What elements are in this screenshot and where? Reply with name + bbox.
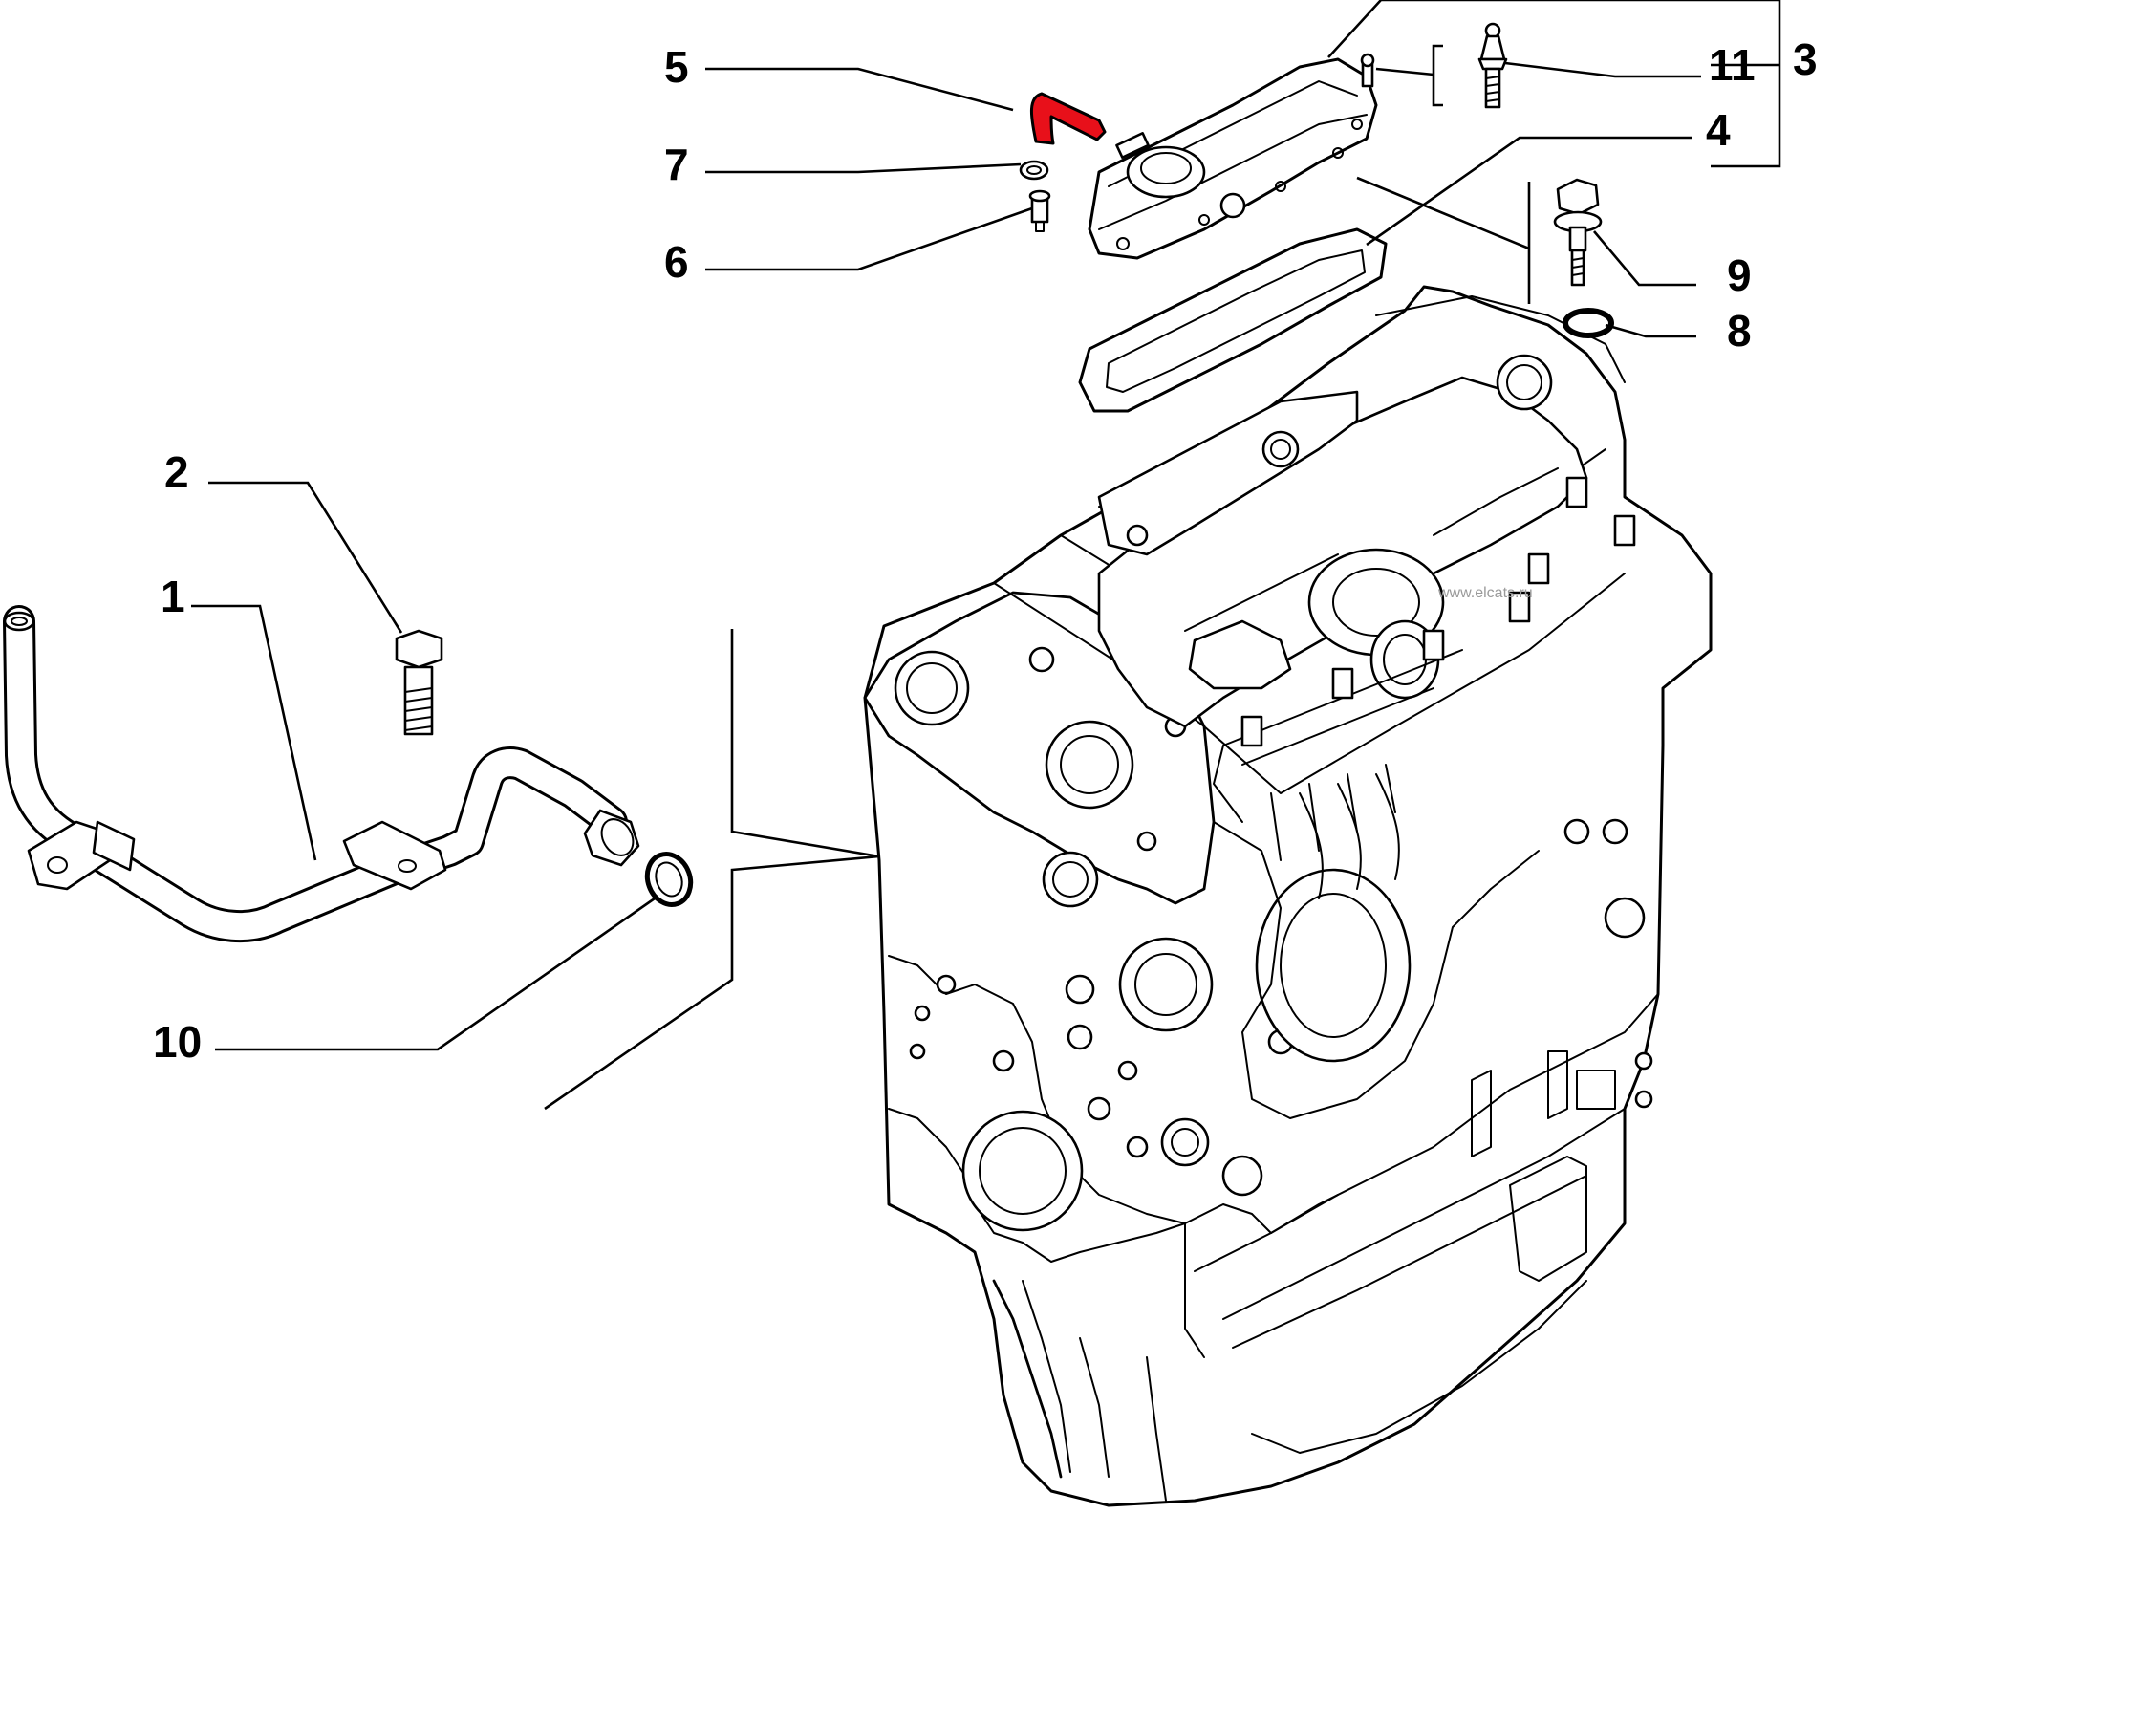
part-3-cover (1088, 53, 1378, 260)
callout-labels: 5 7 6 11 3 4 9 8 2 1 10 (153, 34, 1818, 1067)
leader-11 (1504, 61, 1701, 78)
part-11-stud (1477, 22, 1508, 109)
leader-2 (208, 481, 403, 634)
leader-11-stud (1432, 44, 1443, 107)
callout-4: 4 (1706, 105, 1731, 155)
part-10-o-ring (644, 852, 694, 907)
part-5-hose (1030, 92, 1107, 145)
watermark-text: www.elcats.ru (1437, 585, 1533, 601)
part-4-gasket (1078, 227, 1388, 413)
leader-8 (1605, 323, 1696, 338)
leader-98-tie (1356, 176, 1530, 250)
part-6-fitting (1028, 189, 1051, 232)
callout-3: 3 (1793, 34, 1818, 84)
part-8-washer (1563, 308, 1614, 338)
leader-6 (705, 206, 1033, 271)
callout-2: 2 (164, 447, 189, 497)
part-9-bolt (1553, 178, 1603, 287)
callout-9: 9 (1727, 250, 1752, 300)
leader-11-stud-tie (1375, 67, 1434, 76)
callout-7: 7 (664, 140, 689, 189)
engine-block (863, 285, 1713, 1507)
callout-10: 10 (153, 1017, 202, 1067)
leader-3-vert (1711, 0, 1781, 168)
leader-9 (1593, 230, 1696, 287)
leader-4 (1366, 136, 1692, 247)
leader-10 (215, 897, 656, 1051)
leader-5 (705, 67, 1014, 112)
callout-11: 11 (1709, 40, 1756, 90)
callout-5: 5 (664, 42, 689, 92)
leader-3-top (1327, 0, 1779, 58)
part-7-clip (1019, 160, 1049, 181)
part-1-pipe (3, 605, 640, 943)
part-2-bolt (395, 629, 443, 736)
leader-lines (191, 0, 1781, 1111)
callout-6: 6 (664, 237, 689, 287)
callout-8: 8 (1727, 306, 1752, 356)
leader-group-bracket (544, 629, 880, 1111)
callout-1: 1 (161, 572, 185, 621)
leader-1 (191, 604, 317, 861)
leader-7 (705, 162, 1022, 174)
